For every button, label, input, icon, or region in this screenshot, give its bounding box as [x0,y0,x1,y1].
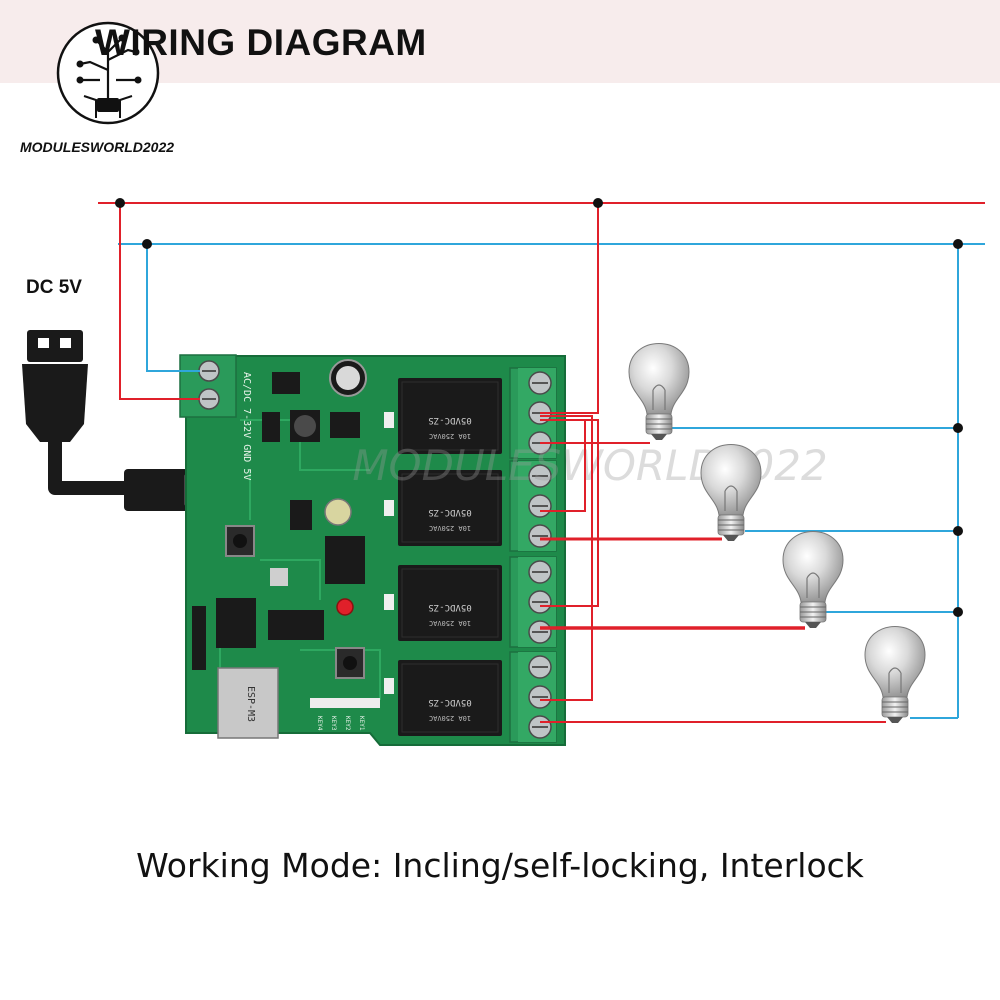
relay-3 [397,564,503,642]
neutral-return-wires [672,244,959,719]
working-mode-caption: Working Mode: Incling/self-locking, Inte… [136,846,864,885]
page-title: WIRING DIAGRAM [95,22,427,63]
terminal-marking: AC/DC 7-32V GND 5V [241,372,252,480]
neutral-input-wire [146,244,200,372]
key-label: KEY2 [344,716,351,731]
output-terminal-4 [509,651,557,743]
live-input-wire [119,203,200,400]
dc-power-label: DC 5V [26,277,82,298]
light-bulb-3 [782,530,844,629]
junction-dots [115,198,963,617]
key-label: KEY1 [358,716,365,731]
status-led [336,598,354,616]
header-band [0,0,1000,83]
relay-4 [397,659,503,737]
usb-cable [22,330,208,511]
key-label: KEY3 [330,716,337,731]
output-terminal-3 [509,556,557,648]
key-label: KEY4 [316,716,323,731]
light-bulb-4 [864,625,926,724]
relay-board: AC/DC 7-32V GND 5V ESP-M3 KEY4 KEY3 KEY2 [179,354,566,746]
relay-common-wires [540,203,599,701]
light-bulb-1 [628,342,690,441]
brand-name: MODULESWORLD2022 [20,139,175,155]
wifi-module-label: ESP-M3 [245,686,256,722]
brand-logo [56,21,160,125]
wifi-module [217,667,279,739]
ic-chip [325,536,365,584]
light-bulb-2 [700,443,762,542]
load-wires [540,442,886,723]
